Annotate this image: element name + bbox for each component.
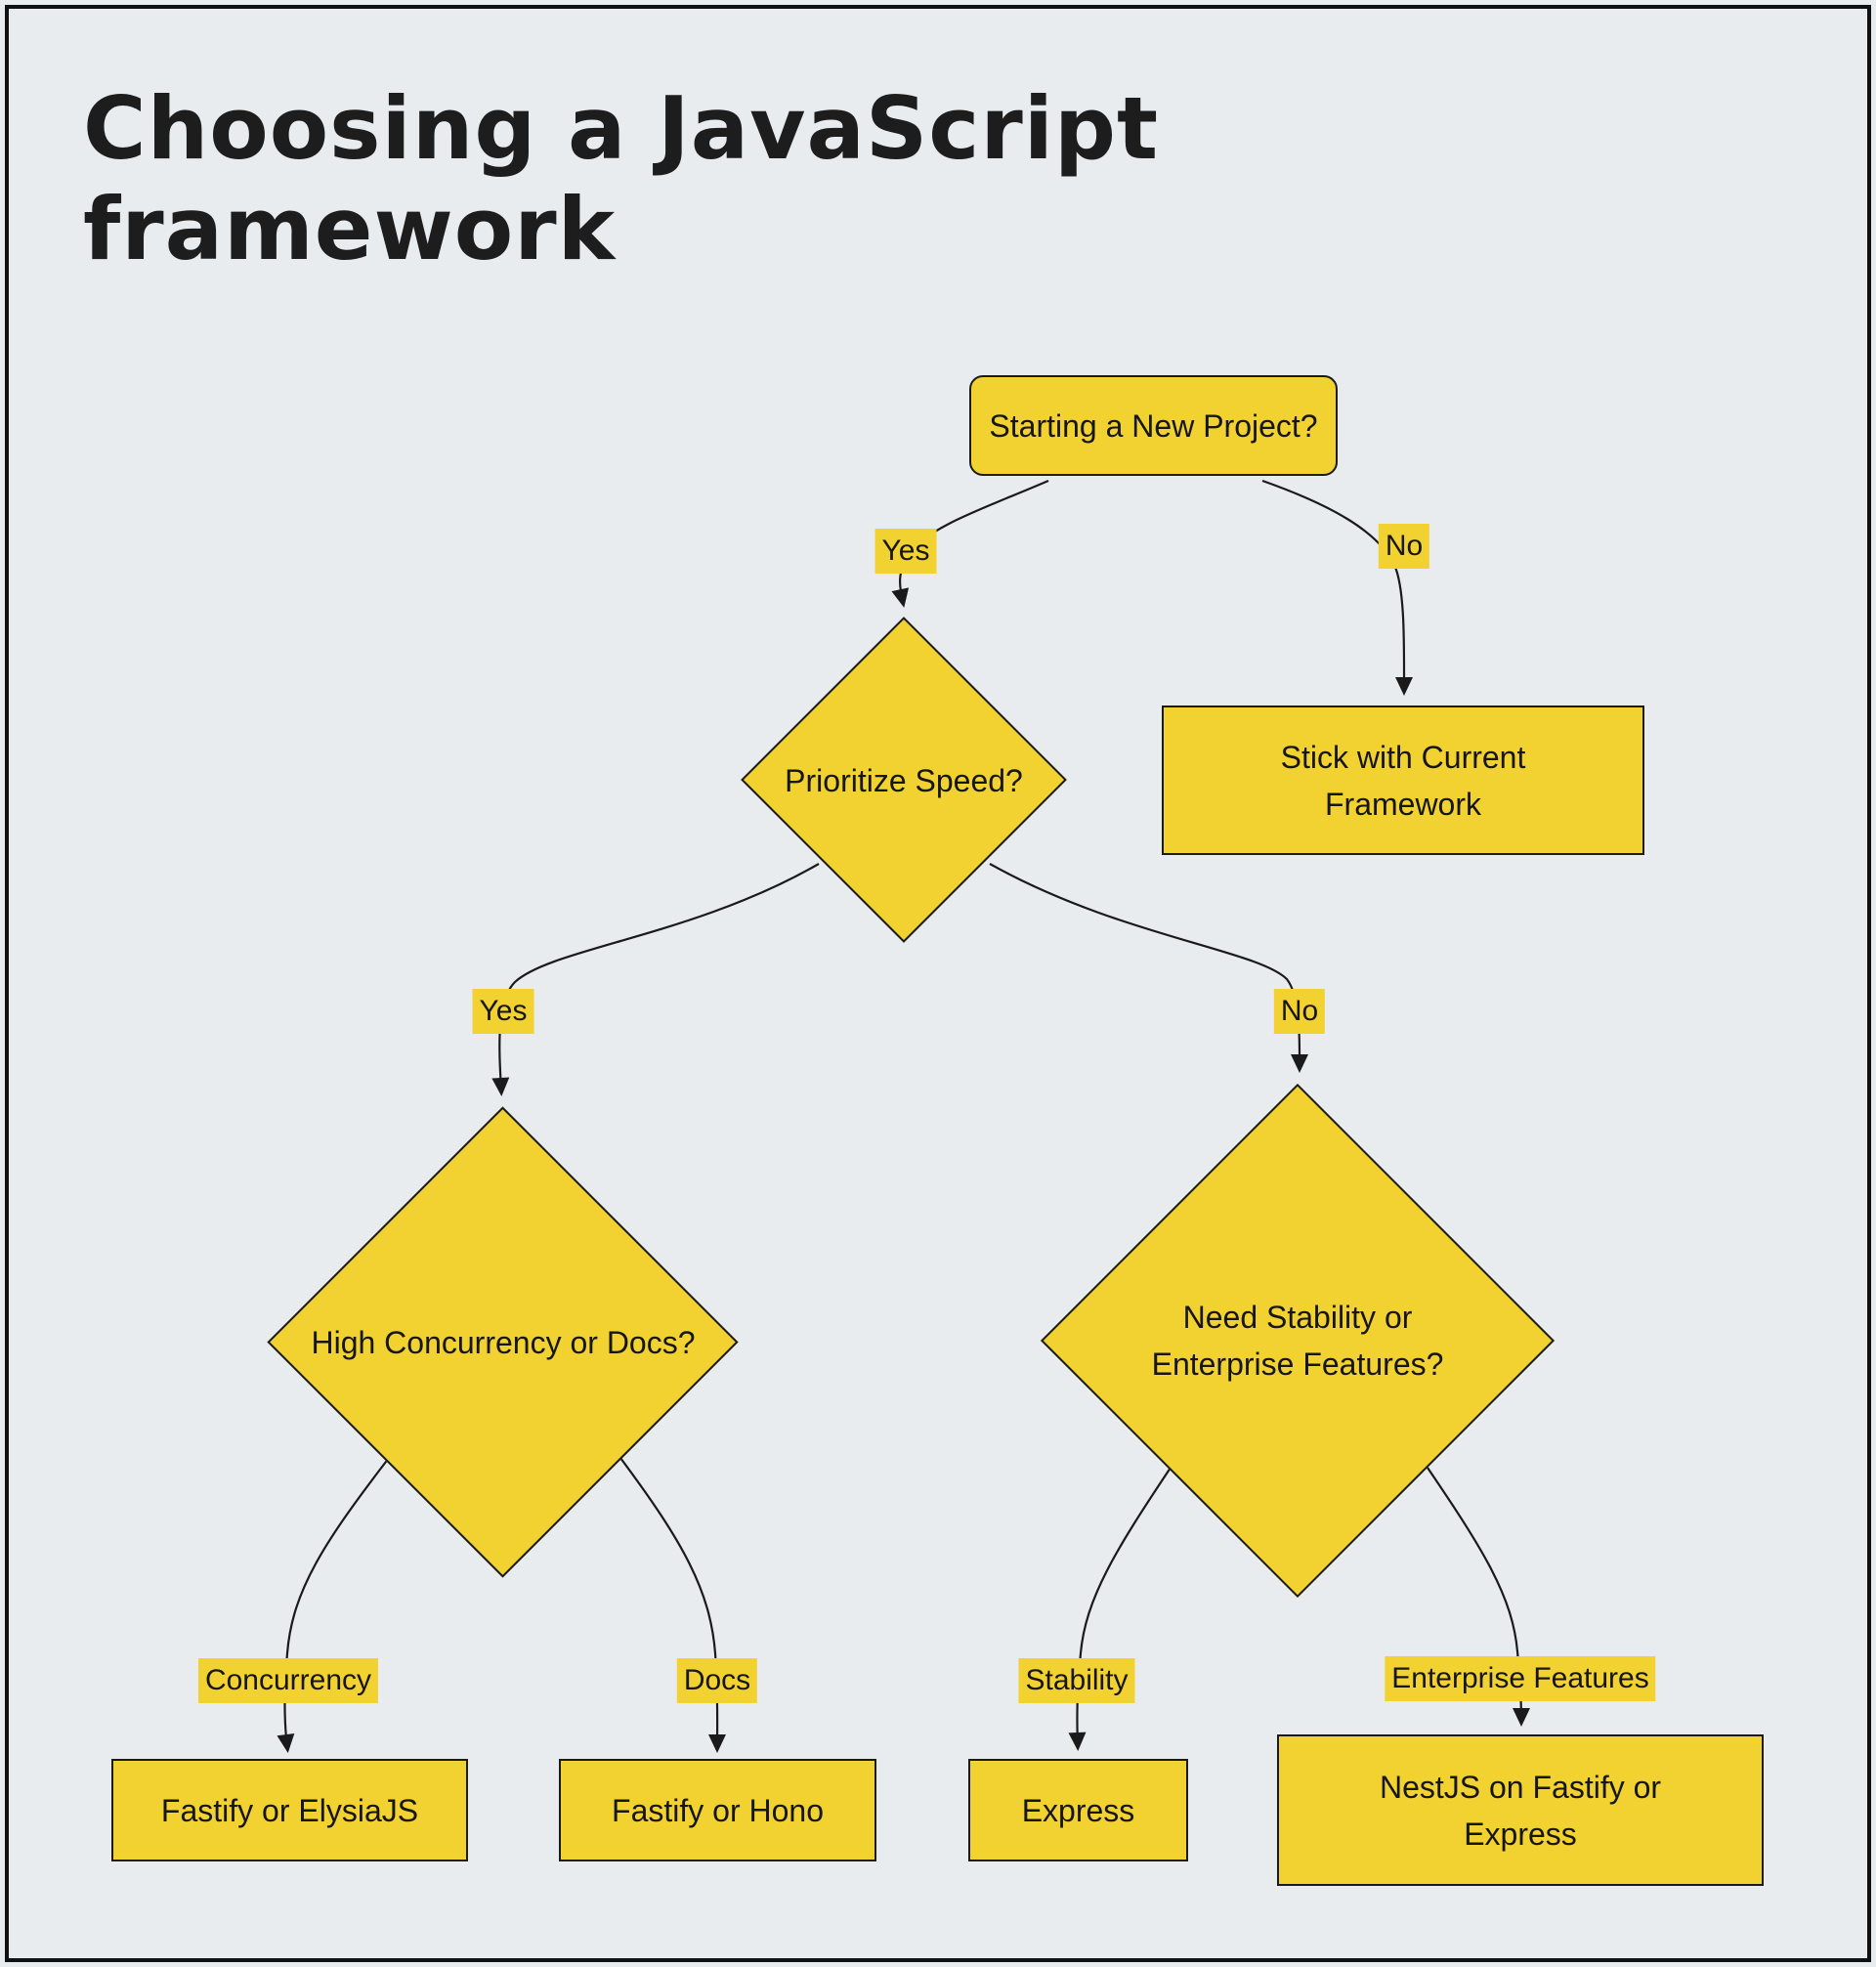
edge-stability — [1068, 1467, 1172, 1751]
node-need-stability: Need Stability or Enterprise Features? — [1041, 1083, 1555, 1599]
node-need-stability-line2: Enterprise Features? — [1151, 1347, 1444, 1382]
node-prioritize-speed: Prioritize Speed? — [741, 618, 1067, 943]
page-title: Choosing a JavaScript framework — [83, 78, 1160, 279]
node-high-concurrency-or-docs: High Concurrency or Docs? — [268, 1107, 739, 1578]
node-nestjs-line2: Express — [1464, 1816, 1577, 1852]
edge-docs — [619, 1457, 727, 1753]
edge-start-no — [1261, 479, 1414, 696]
node-fastify-or-elysiajs: Fastify or ElysiaJS — [111, 1759, 468, 1861]
node-high-concurrency-or-docs-label: High Concurrency or Docs? — [311, 1325, 696, 1360]
node-prioritize-speed-label: Prioritize Speed? — [785, 762, 1023, 798]
edge-label-enterprise-features: Enterprise Features — [1385, 1656, 1656, 1701]
edge-speed-yes — [491, 863, 820, 1096]
node-fastify-or-hono-label: Fastify or Hono — [612, 1792, 824, 1828]
node-stick-line2: Framework — [1324, 786, 1481, 822]
edge-label-concurrency: Concurrency — [197, 1658, 379, 1703]
edge-label-stability: Stability — [1018, 1658, 1135, 1703]
node-starting-new-project: Starting a New Project? — [969, 375, 1338, 476]
edge-label-start-no: No — [1378, 524, 1430, 569]
edge-label-docs: Docs — [676, 1658, 758, 1703]
edge-label-speed-no: No — [1273, 989, 1326, 1034]
node-express: Express — [968, 1759, 1188, 1861]
node-starting-new-project-label: Starting a New Project? — [989, 407, 1318, 444]
node-fastify-or-elysiajs-label: Fastify or ElysiaJS — [160, 1792, 419, 1828]
node-fastify-or-hono: Fastify or Hono — [559, 1759, 876, 1861]
node-need-stability-line1: Need Stability or — [1182, 1300, 1413, 1335]
node-express-label: Express — [1021, 1792, 1135, 1828]
edge-label-start-yes: Yes — [874, 529, 937, 574]
node-nestjs-line1: NestJS on Fastify or — [1379, 1769, 1662, 1805]
edge-label-speed-yes: Yes — [472, 989, 534, 1034]
node-stick-line1: Stick with Current — [1280, 739, 1526, 775]
node-stick-with-current-framework: Stick with Current Framework — [1162, 706, 1644, 855]
node-nestjs-on-fastify-or-express: NestJS on Fastify or Express — [1277, 1734, 1764, 1886]
edge-concurrency — [277, 1457, 390, 1753]
